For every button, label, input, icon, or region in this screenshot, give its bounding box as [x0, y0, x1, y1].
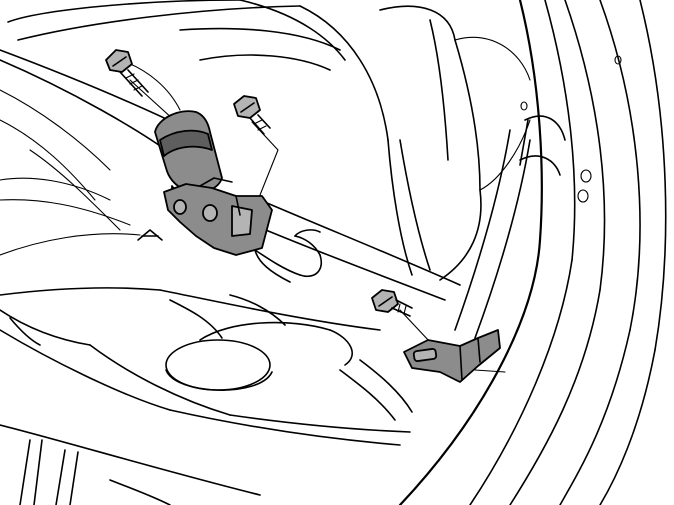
anchor-bolt: [371, 289, 413, 317]
buckle-bolt-lower: [233, 95, 271, 135]
seat-belt-buckle: [154, 110, 273, 256]
anchor-plate: [403, 329, 501, 383]
buckle-bolt-upper: [105, 49, 149, 97]
